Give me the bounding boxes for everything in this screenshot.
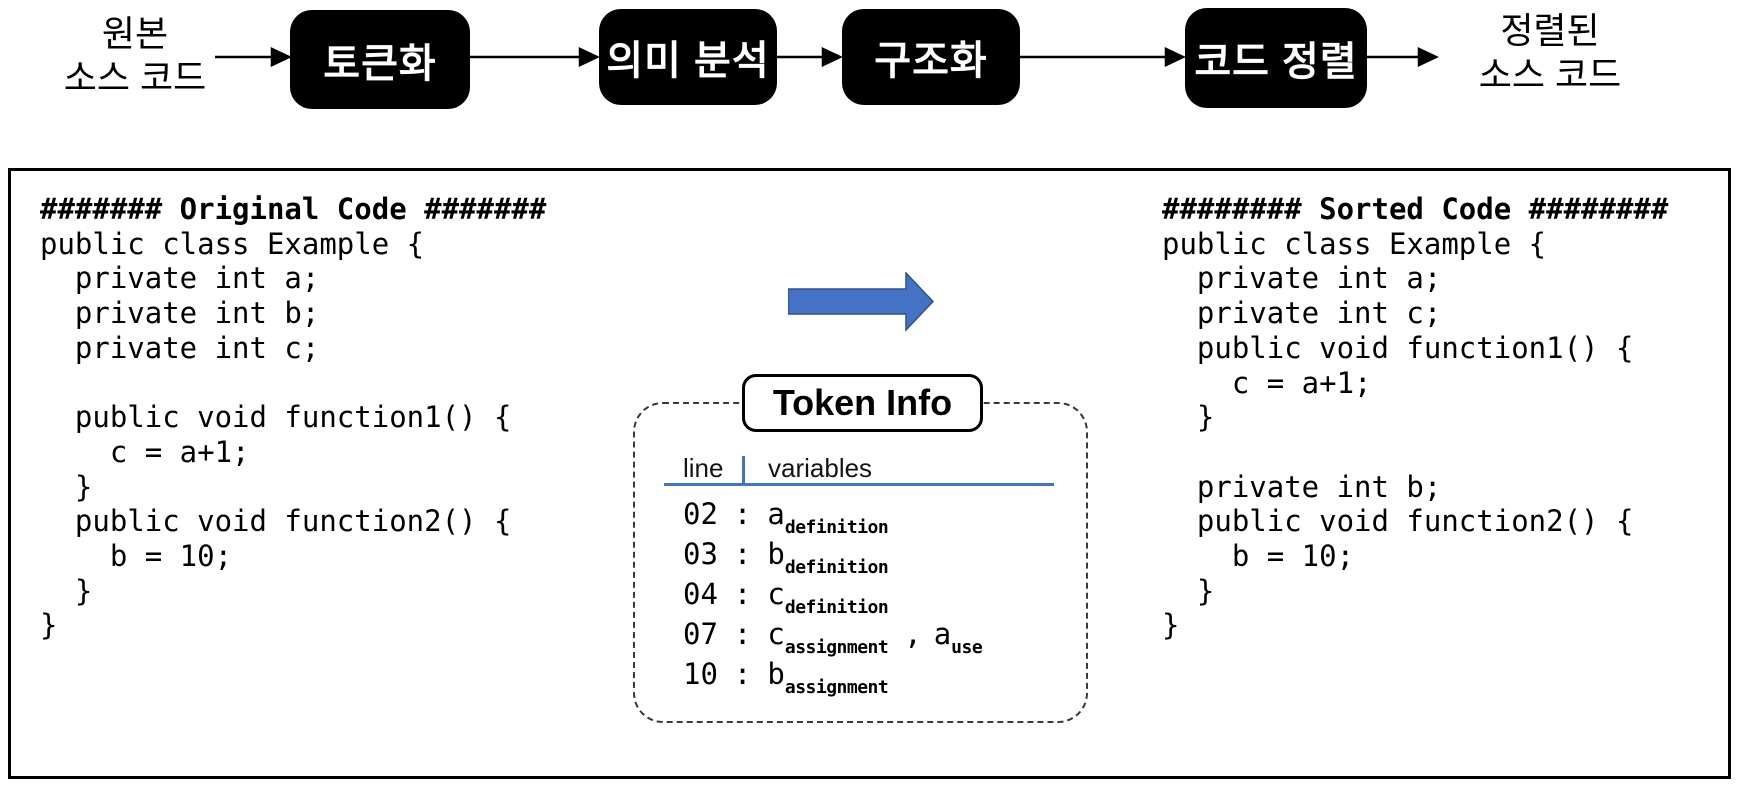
original-code-block: ####### Original Code ####### public cla…: [40, 192, 546, 643]
arrow-head-icon: [270, 47, 292, 67]
token-colon: :: [733, 577, 752, 611]
token-table-divider-horizontal: [664, 483, 1054, 486]
flow-step-semantic-analysis: 의미 분석: [599, 9, 777, 105]
code-comparison-panel: [8, 168, 1731, 779]
token-row: 07 : c assignment , a use: [683, 614, 983, 658]
token-variable-base: c: [767, 617, 785, 651]
token-row: 04 : c definition: [683, 574, 982, 618]
flow-source-label: 원본 소스 코드: [63, 13, 207, 98]
token-variable-subscript: assignment: [784, 637, 889, 658]
token-variable-subscript: definition: [784, 557, 889, 578]
arrow-head-icon: [1164, 47, 1186, 67]
token-separator-comma: ,: [904, 617, 922, 651]
token-variable-base: c: [767, 577, 785, 611]
token-variable-subscript: assignment: [784, 677, 889, 698]
token-info-title: Token Info: [742, 374, 983, 432]
flow-result-label: 정렬된 소스 코드: [1478, 10, 1622, 95]
sorted-code-block: ######## Sorted Code ######## public cla…: [1162, 192, 1668, 643]
token-row: 03 : b definition: [683, 534, 982, 578]
token-variable-base: a: [933, 617, 952, 651]
token-row: 02 : a definition: [683, 494, 982, 538]
arrow-head-icon: [578, 47, 600, 67]
token-info-title-label: Token Info: [772, 382, 953, 423]
token-colon: :: [733, 657, 752, 691]
flow-step-tokenization-label: 토큰화: [323, 41, 437, 86]
token-variable-subscript: definition: [784, 517, 889, 538]
token-variable-base: b: [767, 537, 785, 571]
token-row: 10 : b assignment: [683, 654, 982, 698]
sorted-code-header: ######## Sorted Code ########: [1162, 192, 1669, 226]
token-variable-subscript: definition: [784, 597, 889, 618]
token-line-number: 10: [683, 657, 718, 691]
token-line-number: 04: [683, 577, 718, 611]
token-variable-base: b: [767, 657, 785, 691]
flow-step-code-sorting: 코드 정렬: [1185, 8, 1367, 108]
token-table-header-variables: variables: [768, 453, 873, 483]
original-code-header: ####### Original Code #######: [40, 192, 547, 226]
token-variable-base: a: [767, 497, 785, 531]
sorted-code-body: public class Example { private int a; pr…: [1162, 226, 1634, 643]
transform-arrow-icon: [788, 272, 934, 332]
token-colon: :: [733, 537, 752, 571]
flow-step-semantic-analysis-label: 의미 분석: [606, 39, 770, 83]
token-variable-subscript: use: [951, 637, 983, 658]
token-table-rows: 02 : a definition 03 : b definition 04 :…: [683, 494, 983, 698]
token-table-header-line: line: [683, 453, 724, 483]
flow-step-tokenization: 토큰화: [290, 10, 470, 109]
token-line-number: 03: [683, 537, 718, 571]
token-line-number: 02: [683, 497, 718, 531]
original-code-body: public class Example { private int a; pr…: [40, 226, 512, 643]
token-colon: :: [733, 497, 752, 531]
flow-step-code-sorting-label: 코드 정렬: [1194, 40, 1358, 84]
flow-step-structuring-label: 구조화: [874, 39, 988, 83]
token-line-number: 07: [683, 617, 718, 651]
token-colon: :: [733, 617, 752, 651]
token-table-divider-vertical: [742, 456, 745, 485]
arrow-head-icon: [821, 47, 843, 67]
flow-step-structuring: 구조화: [842, 9, 1020, 105]
